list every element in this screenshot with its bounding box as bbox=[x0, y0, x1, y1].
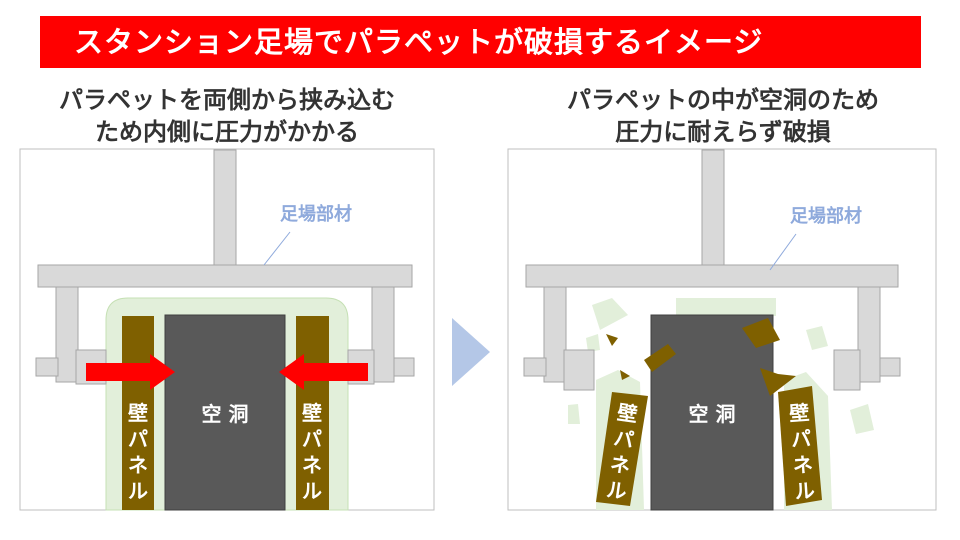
right-clamp-pad-left bbox=[563, 349, 595, 391]
left-clamp-bar-left bbox=[35, 357, 59, 377]
right-diagram: 足場部材 空 洞 壁パネル 壁パネル bbox=[507, 148, 937, 511]
vertical-char: 壁 bbox=[788, 400, 810, 425]
right-fragment-2 bbox=[742, 318, 780, 348]
left-caption-line1: パラペットを両側から挟み込む bbox=[59, 86, 395, 114]
right-fragment-1 bbox=[644, 344, 676, 372]
vertical-char: 壁 bbox=[302, 401, 322, 425]
right-fragment-4 bbox=[606, 334, 618, 346]
right-panel-label-left: 壁パネル bbox=[605, 400, 639, 504]
vertical-char: パ bbox=[790, 426, 812, 451]
vertical-char: ル bbox=[128, 479, 148, 503]
left-caption-line2: ため内側に圧力がかかる bbox=[95, 118, 359, 146]
right-clamp-pad-right bbox=[833, 349, 861, 391]
right-label-leader bbox=[769, 233, 797, 271]
vertical-char: パ bbox=[128, 427, 148, 451]
vertical-char: ネ bbox=[609, 452, 632, 479]
vertical-char: ル bbox=[794, 478, 816, 503]
svg-text:壁パネル: 壁パネル bbox=[605, 400, 639, 504]
right-hollow bbox=[650, 314, 774, 511]
right-caption: パラペットの中が空洞のため 圧力に耐えらず破損 bbox=[508, 84, 938, 148]
right-scaffold-hanger-left bbox=[543, 286, 567, 383]
left-scaffold-hanger-left bbox=[55, 286, 79, 383]
page-title: スタンション足場でパラペットが破損するイメージ bbox=[74, 25, 764, 59]
right-debris-3 bbox=[568, 404, 580, 424]
vertical-char: ネ bbox=[792, 452, 814, 477]
left-pressure-arrow-right bbox=[86, 354, 175, 390]
right-scaffold-post bbox=[701, 149, 725, 266]
svg-text:壁パネル: 壁パネル bbox=[128, 401, 148, 503]
title-banner: スタンション足場でパラペットが破損するイメージ bbox=[40, 16, 921, 68]
vertical-char: ル bbox=[605, 477, 628, 504]
right-parapet-top bbox=[676, 298, 776, 316]
transition-arrow-icon bbox=[452, 318, 490, 386]
left-caption: パラペットを両側から挟み込む ため内側に圧力がかかる bbox=[20, 84, 434, 148]
svg-text:壁パネル: 壁パネル bbox=[302, 401, 322, 503]
right-debris-1 bbox=[592, 298, 628, 330]
left-wall-panel-left bbox=[122, 316, 154, 510]
left-scaffold-beam bbox=[37, 264, 413, 288]
vertical-char: パ bbox=[612, 426, 635, 453]
right-caption-line2: 圧力に耐えらず破損 bbox=[615, 118, 831, 146]
left-scaffold-hanger-right bbox=[371, 286, 395, 383]
vertical-char: 壁 bbox=[128, 401, 148, 425]
vertical-char: ネ bbox=[302, 453, 322, 477]
svg-text:壁パネル: 壁パネル bbox=[788, 400, 815, 503]
left-hollow-label: 空 洞 bbox=[202, 402, 249, 426]
left-pressure-arrow-left bbox=[279, 354, 368, 390]
right-scaffold-label: 足場部材 bbox=[790, 205, 862, 227]
vertical-char: ル bbox=[302, 479, 322, 503]
left-clamp-bar-right bbox=[393, 357, 415, 377]
left-scaffold-label: 足場部材 bbox=[280, 203, 352, 225]
right-fragment-3 bbox=[760, 368, 796, 396]
right-hollow-label: 空 洞 bbox=[689, 402, 736, 426]
left-scaffold-post bbox=[213, 149, 237, 266]
left-panel-label-left: 壁パネル bbox=[128, 401, 148, 503]
right-debris-2 bbox=[586, 334, 600, 352]
vertical-char: パ bbox=[302, 427, 322, 451]
right-clamp-bar-right bbox=[879, 357, 901, 377]
vertical-char: 壁 bbox=[616, 400, 639, 427]
right-caption-line1: パラペットの中が空洞のため bbox=[567, 86, 879, 114]
right-fragment-5 bbox=[620, 370, 630, 380]
left-hollow bbox=[164, 314, 286, 511]
left-diagram: 足場部材 空 洞 壁パネル 壁パネル bbox=[19, 148, 435, 511]
right-scaffold-hanger-right bbox=[857, 286, 881, 383]
right-clamp-bar-left bbox=[523, 357, 547, 377]
right-debris-4 bbox=[850, 404, 874, 434]
vertical-char: ネ bbox=[128, 453, 148, 477]
left-label-leader bbox=[263, 231, 291, 266]
left-wall-panel-right bbox=[296, 316, 329, 510]
right-wall-panel-left bbox=[596, 392, 648, 506]
left-panel-label-right: 壁パネル bbox=[302, 401, 322, 503]
right-wall-panel-right bbox=[778, 386, 822, 506]
right-scaffold-beam bbox=[525, 264, 899, 288]
right-panel-label-right: 壁パネル bbox=[788, 400, 815, 503]
right-debris-6 bbox=[596, 372, 626, 392]
right-debris-5 bbox=[806, 326, 828, 350]
